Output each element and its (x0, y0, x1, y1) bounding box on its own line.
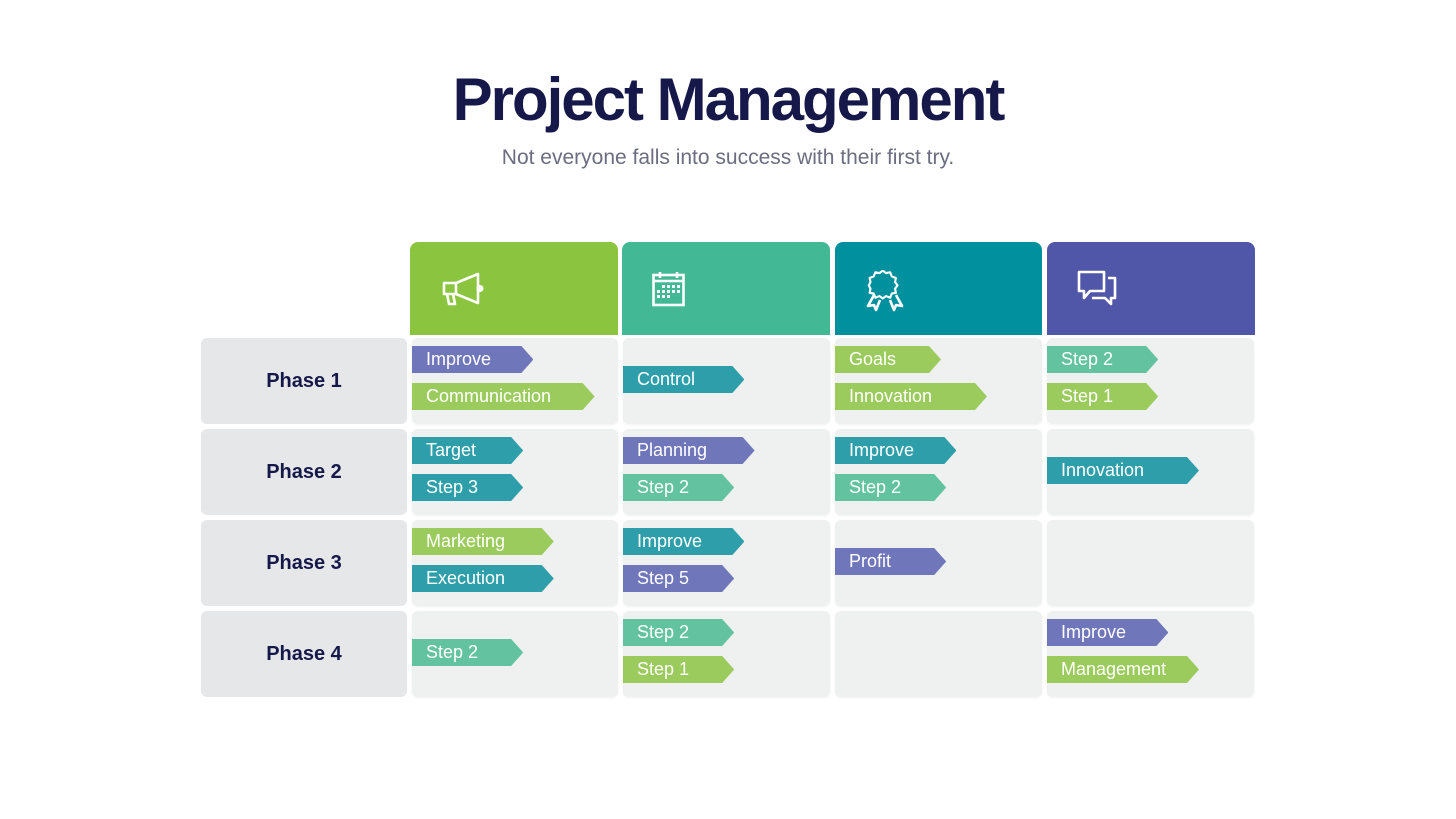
megaphone-icon (442, 272, 484, 306)
calendar-icon (652, 272, 685, 307)
tag-step-1: Step 1 (1047, 383, 1158, 410)
tag-step-2: Step 2 (1047, 346, 1158, 373)
tag-communication: Communication (412, 383, 595, 410)
phase-label-1: Phase 1 (201, 338, 407, 424)
tag-target: Target (412, 437, 523, 464)
tag-improve: Improve (835, 437, 956, 464)
column-header-1 (410, 242, 618, 335)
tag-control: Control (623, 366, 744, 393)
award-ribbon-icon (866, 270, 904, 312)
tag-step-2: Step 2 (412, 639, 523, 666)
tag-innovation: Innovation (835, 383, 987, 410)
page-title: Project Management (452, 66, 1006, 133)
cell-phase4-col2: Step 2 Step 1 (623, 611, 830, 697)
tag-management: Management (1047, 656, 1199, 683)
tag-execution: Execution (412, 565, 554, 592)
tag-step-2: Step 2 (835, 474, 946, 501)
tag-step-2: Step 2 (623, 619, 734, 646)
tag-marketing: Marketing (412, 528, 554, 555)
column-header-4 (1047, 242, 1255, 335)
tag-improve: Improve (412, 346, 533, 373)
cell-phase3-col4 (1047, 520, 1254, 606)
phase-label-2: Phase 2 (201, 429, 407, 515)
cell-phase2-col4: Innovation (1047, 429, 1254, 515)
tag-step-5: Step 5 (623, 565, 734, 592)
cell-phase3-col3: Profit (835, 520, 1042, 606)
column-header-2 (622, 242, 830, 335)
tag-step-1: Step 1 (623, 656, 734, 683)
cell-phase1-col4: Step 2 Step 1 (1047, 338, 1254, 424)
page-subtitle: Not everyone falls into success with the… (501, 146, 955, 169)
tag-goals: Goals (835, 346, 941, 373)
tag-planning: Planning (623, 437, 755, 464)
column-header-3 (835, 242, 1042, 335)
tag-profit: Profit (835, 548, 946, 575)
cell-phase4-col3 (835, 611, 1042, 697)
phase-label-4: Phase 4 (201, 611, 407, 697)
phase-label-3: Phase 3 (201, 520, 407, 606)
tag-improve: Improve (623, 528, 744, 555)
tag-step-2: Step 2 (623, 474, 734, 501)
tag-step-3: Step 3 (412, 474, 523, 501)
cell-phase1-col2: Control (623, 338, 830, 424)
cell-phase4-col1: Step 2 (412, 611, 618, 697)
tag-improve: Improve (1047, 619, 1168, 646)
tag-innovation: Innovation (1047, 457, 1199, 484)
chat-bubbles-icon (1077, 270, 1117, 306)
